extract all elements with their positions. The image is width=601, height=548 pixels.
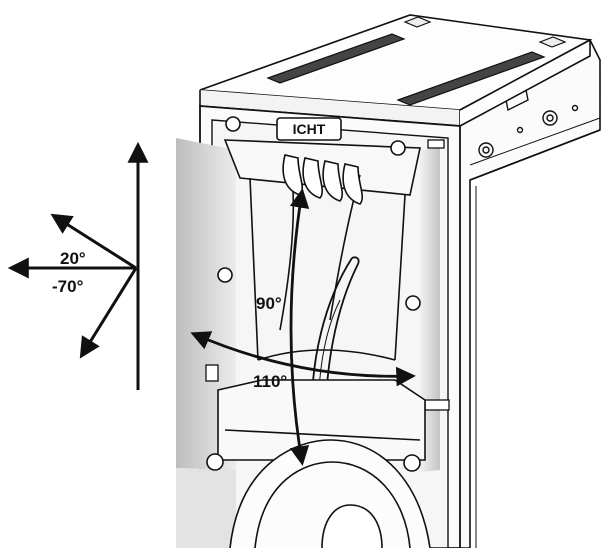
vertical-dispersion-arrow xyxy=(289,188,310,466)
woofer-section xyxy=(206,379,431,548)
waveguide-shading xyxy=(176,138,440,548)
tilt-down-arrow xyxy=(79,267,138,359)
tilt-down-label: -70° xyxy=(52,277,84,296)
horizontal-dispersion-arrow xyxy=(190,331,416,387)
horn xyxy=(223,139,421,361)
cabinet-side xyxy=(429,38,601,548)
horn-fins xyxy=(282,154,364,205)
cabinet-top xyxy=(199,14,593,127)
tilt-up-label: 20° xyxy=(60,249,86,268)
horizontal-dispersion-label: 110° xyxy=(253,372,287,391)
vertical-dispersion-label: 90° xyxy=(256,294,282,313)
frame-bolts xyxy=(217,116,421,311)
dispersion-arrows xyxy=(190,188,416,466)
logo-plate: ICHT xyxy=(276,117,342,141)
top-rails xyxy=(266,16,567,106)
tilt-up-arrow xyxy=(50,213,137,270)
logo-text: ICHT xyxy=(293,121,326,137)
tilt-arrows xyxy=(7,141,149,390)
